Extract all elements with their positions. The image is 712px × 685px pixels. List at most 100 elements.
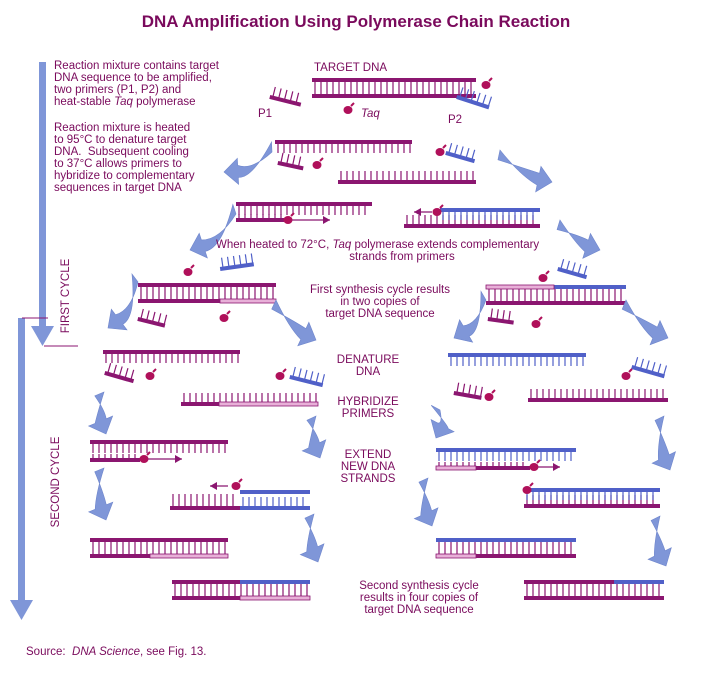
denatured-top-strand-rungs bbox=[277, 142, 411, 153]
taq-second-left-a-tail bbox=[152, 368, 157, 373]
second-right-primer-p2-rungs bbox=[634, 357, 668, 376]
denatured-bottom-strand-backbone bbox=[338, 180, 476, 184]
first-copy-right-top-backbone bbox=[486, 285, 626, 289]
primer-p1 bbox=[269, 86, 302, 107]
extend-left-b-bottom bbox=[170, 506, 240, 510]
step-extend-line-1: When heated to 72°C, Taq polymerase exte… bbox=[216, 239, 539, 251]
flow-arrow-first-left-b bbox=[271, 299, 317, 347]
extend-right-a-primer bbox=[436, 466, 530, 470]
extend-right-b-template-rungs bbox=[526, 495, 654, 506]
stage-denature-line-1: DENATURE bbox=[336, 354, 400, 366]
first-cycle-arrow-shaft bbox=[39, 62, 46, 330]
final-left-a-rungs bbox=[92, 540, 226, 554]
extend-left-a-template-rungs bbox=[92, 442, 226, 453]
target-dna-label: TARGET DNA bbox=[314, 62, 388, 74]
final-left-b-top-left bbox=[172, 580, 240, 584]
final-right-b-rungs bbox=[526, 582, 660, 596]
second-left-primer-p1-rungs bbox=[107, 363, 135, 380]
final-right-b-bottom-backbone bbox=[524, 596, 664, 600]
final-right-a-rungs bbox=[438, 540, 572, 554]
target-dna-rungs bbox=[314, 80, 472, 94]
extension-arrow-left-head bbox=[323, 216, 330, 224]
annealed-left-template-backbone bbox=[236, 202, 372, 206]
step-mix-heat-stable: heat-stable bbox=[54, 96, 115, 108]
source-book: DNA Science bbox=[72, 646, 140, 658]
first-copy-left-rungs bbox=[140, 285, 274, 299]
second-left-primer-p2-rungs bbox=[292, 366, 326, 385]
flow-arrow-second-l2 bbox=[301, 415, 327, 459]
flow-arrow-first-left bbox=[107, 272, 139, 331]
step-heat-line-5: hybridize to complementary bbox=[54, 170, 195, 182]
step-first-line-2: in two copies of bbox=[340, 296, 420, 308]
stage-hybridize-line-1: HYBRIDIZE bbox=[337, 396, 399, 408]
step-heat-line-6: sequences in target DNA bbox=[54, 182, 182, 194]
denature-primer-p1 bbox=[277, 152, 304, 171]
extend-right-b-primer-rungs bbox=[526, 492, 654, 500]
step-heat-line-1: Reaction mixture is heated bbox=[54, 122, 191, 134]
first-left-primer-top-backbone bbox=[219, 262, 255, 271]
final-left-b-top-backbone bbox=[172, 580, 310, 584]
first-copy-left-top-backbone bbox=[138, 283, 276, 287]
final-right-a-top-backbone bbox=[436, 538, 576, 542]
final-left-b-bottom-segment-0 bbox=[172, 596, 240, 600]
first-right-primer-bottom-backbone bbox=[487, 317, 514, 325]
stage-hybridize-line-2: PRIMERS bbox=[341, 408, 395, 420]
primer-p1-label: P1 bbox=[258, 108, 273, 120]
first-left-primer-bottom-backbone bbox=[137, 317, 166, 328]
extend-left-b-extra-rungs bbox=[172, 494, 234, 508]
extend-left-a-primer bbox=[90, 458, 140, 462]
extend-right-b-primer bbox=[524, 488, 660, 492]
taq-first-left-top-tail bbox=[190, 264, 195, 269]
taq-center-tail bbox=[350, 102, 355, 107]
taq-extend-right-a-tail bbox=[536, 459, 541, 464]
second-left-template-rungs bbox=[105, 352, 239, 363]
second-right-primer-p2-backbone bbox=[631, 365, 665, 379]
denature-primer-p2-rungs bbox=[448, 143, 476, 160]
second-left-primer-p1-backbone bbox=[104, 371, 135, 384]
flow-arrow-top-right bbox=[497, 149, 553, 193]
taq-extend-right-b-tail bbox=[529, 482, 534, 487]
step-heat-line-3: DNA. Subsequent cooling bbox=[54, 146, 189, 158]
taq-second-right-a-tail bbox=[491, 389, 496, 394]
annealed-right-primer-rungs bbox=[442, 212, 534, 220]
final-left-a-bottom-segment-1 bbox=[149, 553, 229, 559]
source-prefix: Source: bbox=[26, 646, 73, 658]
first-cycle-arrow-head bbox=[31, 326, 54, 346]
second-right-template-rungs bbox=[450, 355, 584, 366]
final-left-a-bottom-segment-0 bbox=[90, 554, 150, 558]
extend-arrow-right-a-head bbox=[553, 463, 560, 471]
taq-denature-left-tail bbox=[319, 157, 324, 162]
annealed-left-primer-rungs bbox=[238, 214, 282, 222]
source-citation: Source: DNA Science, see Fig. 13. bbox=[26, 646, 206, 658]
primer-p1-backbone bbox=[269, 95, 302, 107]
stage-extend-line-3: STRANDS bbox=[340, 473, 396, 485]
first-right-pink-segment bbox=[485, 284, 555, 290]
second-left-copy-pink bbox=[218, 401, 319, 407]
step-extend-line-2: strands from primers bbox=[349, 251, 455, 263]
step-second-line-2: results in four copies of bbox=[359, 592, 479, 604]
flow-arrow-first-right-b bbox=[621, 299, 669, 346]
step-mix-line-1: Reaction mixture contains target bbox=[54, 60, 219, 72]
taq-first-right-top bbox=[538, 274, 548, 282]
annealed-left-template-rungs bbox=[238, 204, 366, 215]
extend-left-a-primer-rungs bbox=[92, 454, 136, 462]
taq-second-right-b-tail bbox=[628, 368, 633, 373]
taq-extend-left-a bbox=[139, 455, 149, 463]
taq-first-left-bottom bbox=[219, 314, 229, 322]
first-left-primer-top-rungs bbox=[220, 253, 254, 268]
taq-top-right bbox=[481, 81, 491, 89]
taq-extend-left-a-tail bbox=[146, 451, 151, 456]
final-left-b-bottom-segment-1 bbox=[239, 595, 311, 601]
first-left-primer-bottom bbox=[137, 308, 168, 328]
taq-annealed-right bbox=[432, 208, 442, 216]
second-right-copy-rungs bbox=[530, 389, 664, 400]
annealed-right-template-rungs bbox=[406, 215, 534, 226]
step-heat-line-4: to 37°C allows primers to bbox=[54, 158, 182, 170]
taq-first-right-top-tail bbox=[545, 270, 550, 275]
second-cycle-arrow-head bbox=[10, 600, 33, 620]
taq-first-right-bottom-tail bbox=[538, 316, 543, 321]
taq-center bbox=[343, 106, 353, 114]
second-right-primer-p2 bbox=[631, 357, 668, 379]
extension-arrow-right-head bbox=[414, 208, 421, 216]
